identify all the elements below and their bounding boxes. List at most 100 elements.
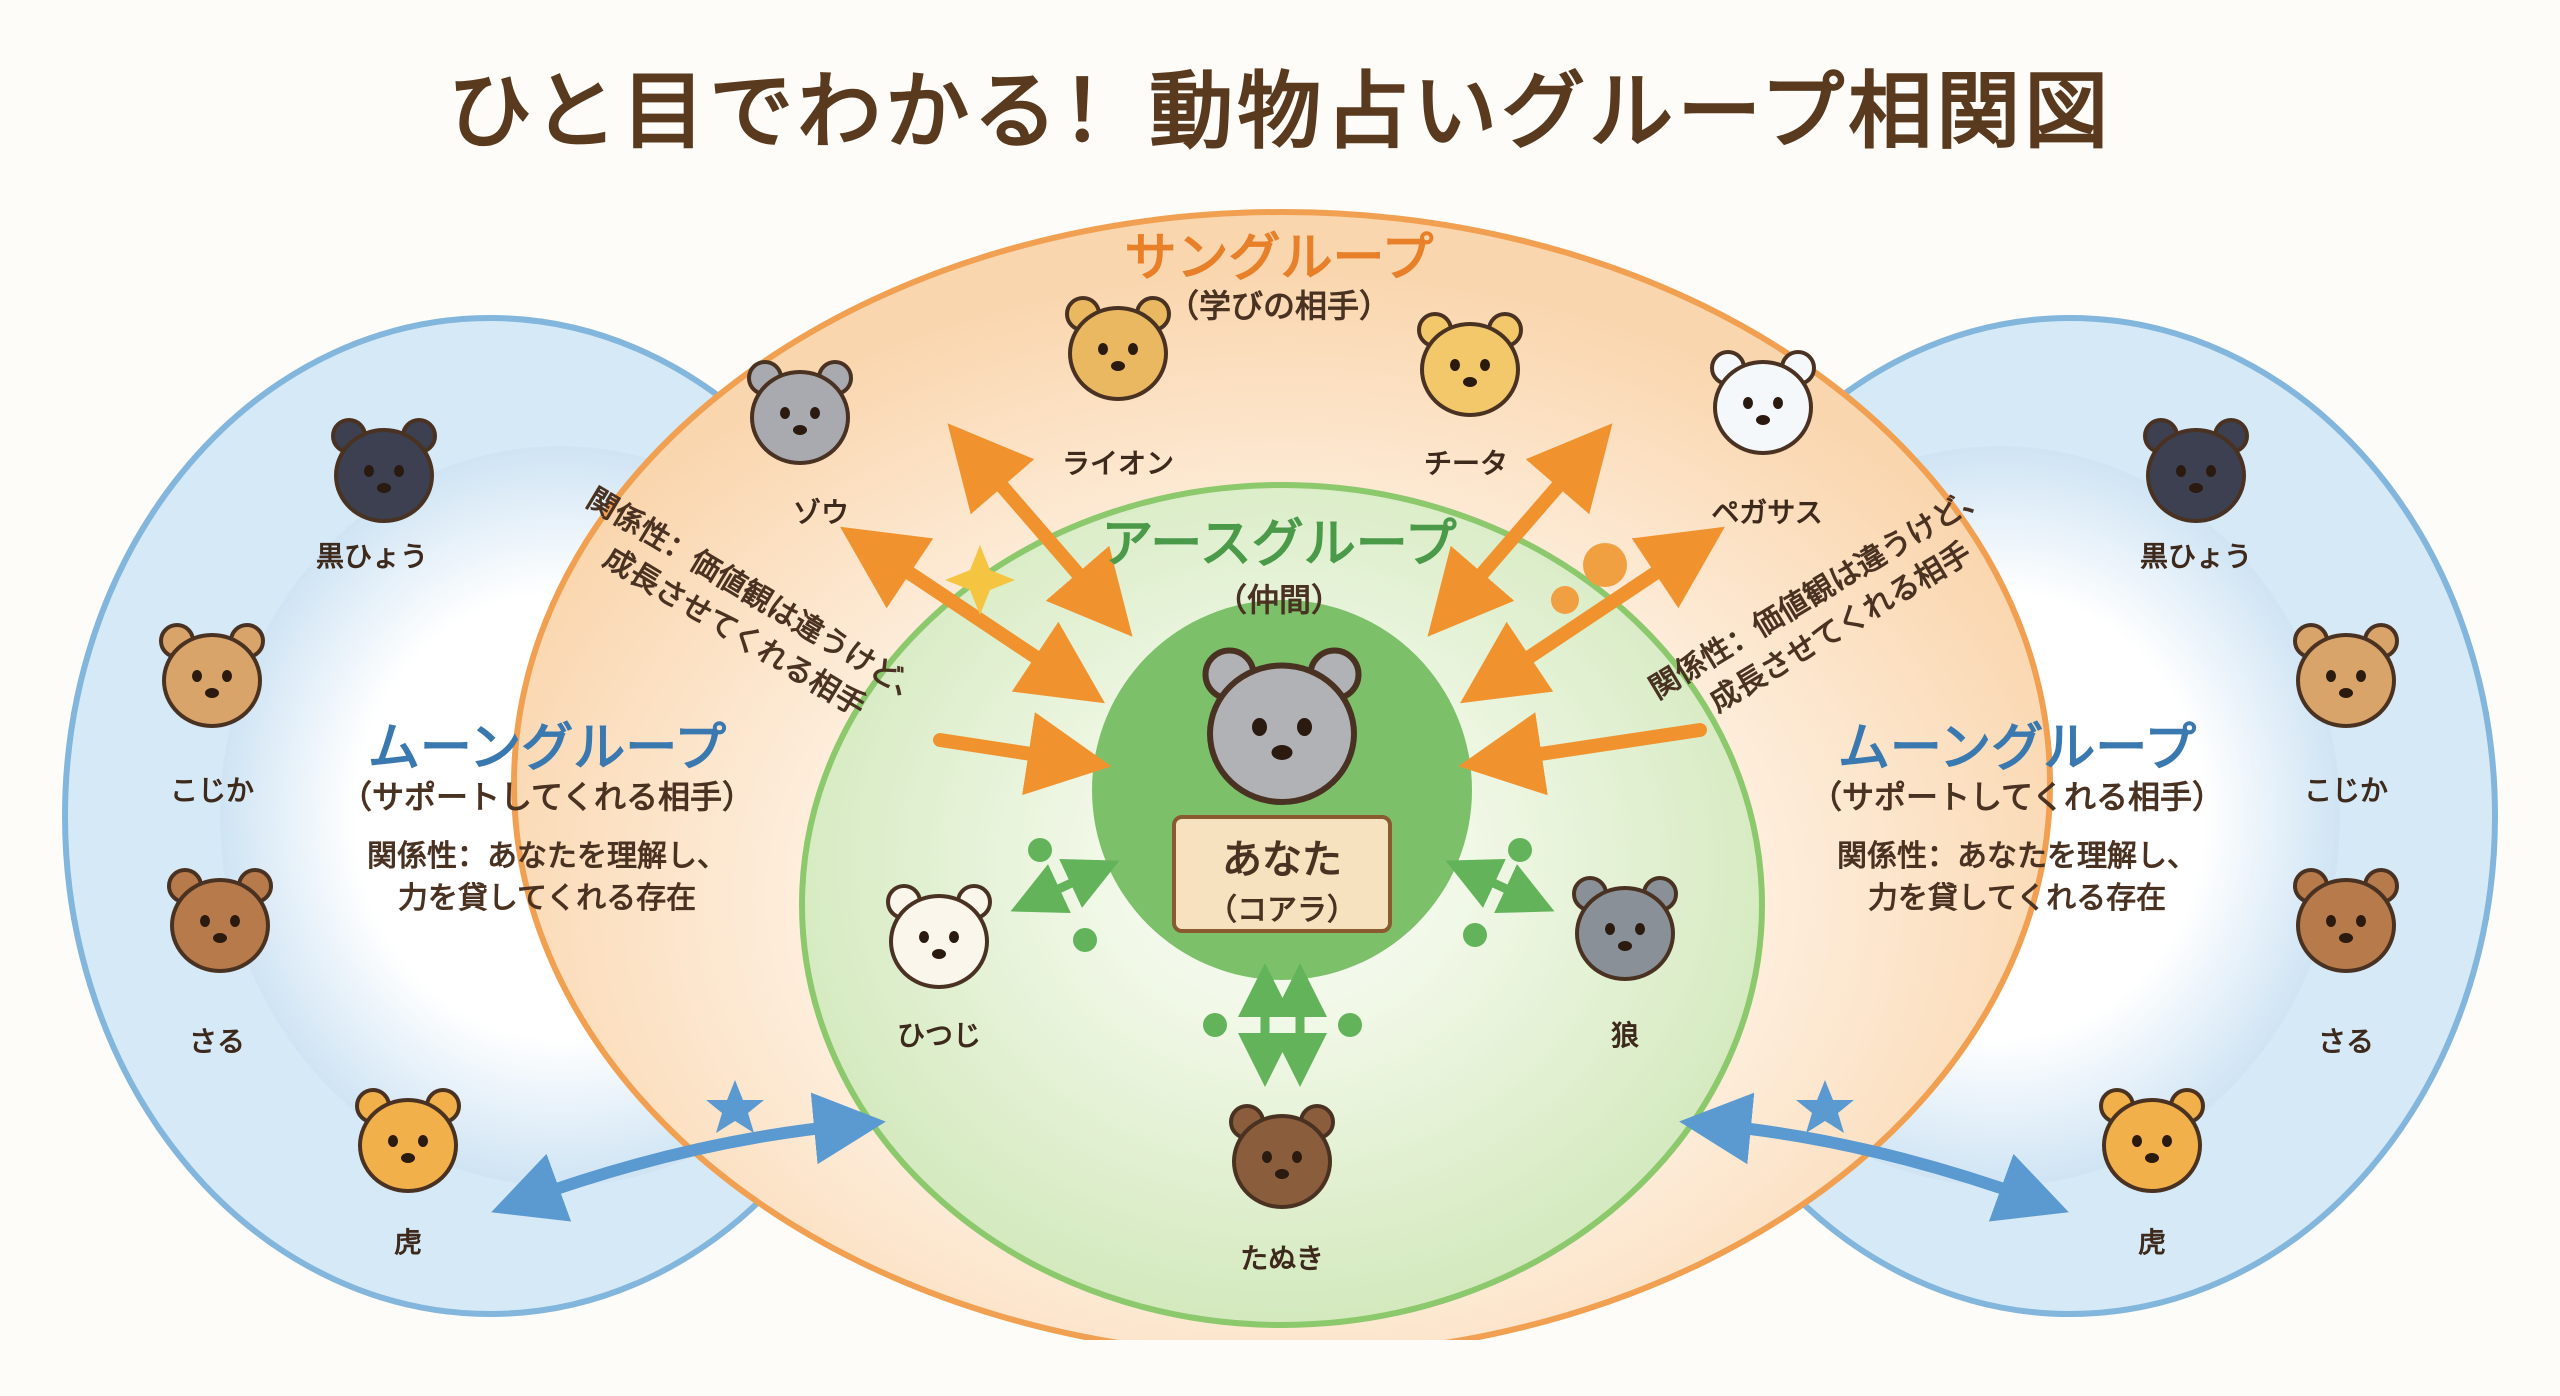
face: [170, 878, 270, 973]
nose: [932, 949, 946, 959]
sheep-icon: [874, 879, 1004, 999]
relation-line: 関係性：あなたを理解し、: [367, 839, 727, 874]
star-icon: [706, 1080, 764, 1133]
eye: [2206, 465, 2216, 477]
eye: [1292, 1151, 1302, 1163]
animal-label-tiger: 虎: [2137, 1226, 2167, 1259]
monkey-icon: [2281, 863, 2411, 983]
eye: [919, 931, 929, 943]
eye: [780, 407, 790, 419]
nose: [2339, 933, 2353, 943]
nose: [2339, 688, 2353, 698]
pegasus-icon: [1698, 345, 1828, 465]
animal-label-cheetah: チータ: [1423, 447, 1509, 480]
eye: [388, 1135, 398, 1147]
black-panther-icon: [2131, 413, 2261, 533]
nose: [377, 483, 391, 493]
fawn-icon: [2281, 618, 2411, 738]
gear-icon: [1551, 543, 1627, 614]
nose: [1463, 377, 1477, 387]
nose: [793, 425, 807, 435]
eye: [394, 465, 404, 477]
moon-right-relation: 関係性：あなたを理解し、 力を貸してくれる存在: [1837, 836, 2197, 920]
sun-arrows: [840, 423, 1725, 796]
face: [1575, 886, 1675, 981]
eye: [1450, 359, 1460, 371]
nose: [401, 1153, 415, 1163]
moon-left-subtitle: （サポートしてくれる相手）: [339, 778, 755, 816]
face: [2146, 428, 2246, 523]
eye: [1297, 718, 1312, 736]
animal-label-sheep: ひつじ: [896, 1019, 982, 1052]
wolf-icon: [1560, 871, 1690, 991]
animal-label-lion: ライオン: [1061, 447, 1175, 480]
eye: [949, 931, 959, 943]
cheetah-icon: [1405, 307, 1535, 427]
page-title: ひと目でわかる！動物占いグループ相関図: [447, 62, 2113, 161]
eye: [192, 670, 202, 682]
face: [1207, 662, 1357, 805]
face: [1068, 306, 1168, 401]
nose: [1275, 1169, 1289, 1179]
eye: [2356, 670, 2366, 682]
face: [2296, 878, 2396, 973]
animal-label-fawn: こじか: [169, 774, 255, 807]
animal-label-monkey: さる: [188, 1025, 246, 1058]
you-label: あなた: [1222, 837, 1342, 883]
eye: [1743, 397, 1753, 409]
face: [1420, 322, 1520, 417]
nose: [205, 688, 219, 698]
moon-right-subtitle: （サポートしてくれる相手）: [1809, 778, 2225, 816]
sun-group-subtitle: （学びの相手）: [1166, 287, 1392, 325]
sparkle-icon: [945, 545, 1015, 615]
face: [334, 428, 434, 523]
lion-icon: [1053, 291, 1183, 411]
koala-icon: [1185, 640, 1380, 820]
you-animal: （コアラ）: [1207, 893, 1357, 928]
face: [1713, 360, 1813, 455]
earth-group-subtitle: （仲間）: [1214, 581, 1344, 619]
face: [162, 633, 262, 728]
nose: [1756, 415, 1770, 425]
heart-icons: [1028, 838, 1532, 1037]
moon-left-title: ムーングループ: [367, 718, 727, 779]
sun-group-title: サングループ: [1124, 228, 1434, 289]
eye: [1773, 397, 1783, 409]
nose: [1271, 745, 1293, 760]
moon-right-title: ムーングループ: [1837, 718, 2197, 779]
eye: [222, 670, 232, 682]
eye: [1262, 1151, 1272, 1163]
earth-arrows: [1010, 858, 1555, 1087]
face: [2102, 1098, 2202, 1193]
face: [750, 370, 850, 465]
eye: [1605, 923, 1615, 935]
eye: [2162, 1135, 2172, 1147]
animal-label-tanuki: たぬき: [1240, 1242, 1324, 1275]
face: [358, 1098, 458, 1193]
fawn-icon: [147, 618, 277, 738]
animal-label-tiger: 虎: [393, 1226, 423, 1259]
nose: [213, 933, 227, 943]
animal-label-wolf: 狼: [1610, 1019, 1640, 1052]
relation-line: 力を貸してくれる存在: [397, 881, 697, 916]
eye: [364, 465, 374, 477]
eye: [1252, 718, 1267, 736]
face: [889, 894, 989, 989]
face: [1232, 1114, 1332, 1209]
eye: [2176, 465, 2186, 477]
animal-label-pegasus: ペガサス: [1711, 496, 1823, 529]
eye: [230, 915, 240, 927]
eye: [1480, 359, 1490, 371]
animal-label-fawn: こじか: [2303, 774, 2389, 807]
you-sign: あなた （コアラ）: [1172, 815, 1392, 933]
nose: [2145, 1153, 2159, 1163]
eye: [2356, 915, 2366, 927]
eye: [418, 1135, 428, 1147]
nose: [1618, 941, 1632, 951]
face: [2296, 633, 2396, 728]
elephant-icon: [735, 355, 865, 475]
relation-line: 関係性：あなたを理解し、: [1837, 839, 2197, 874]
eye: [200, 915, 210, 927]
nose: [2189, 483, 2203, 493]
